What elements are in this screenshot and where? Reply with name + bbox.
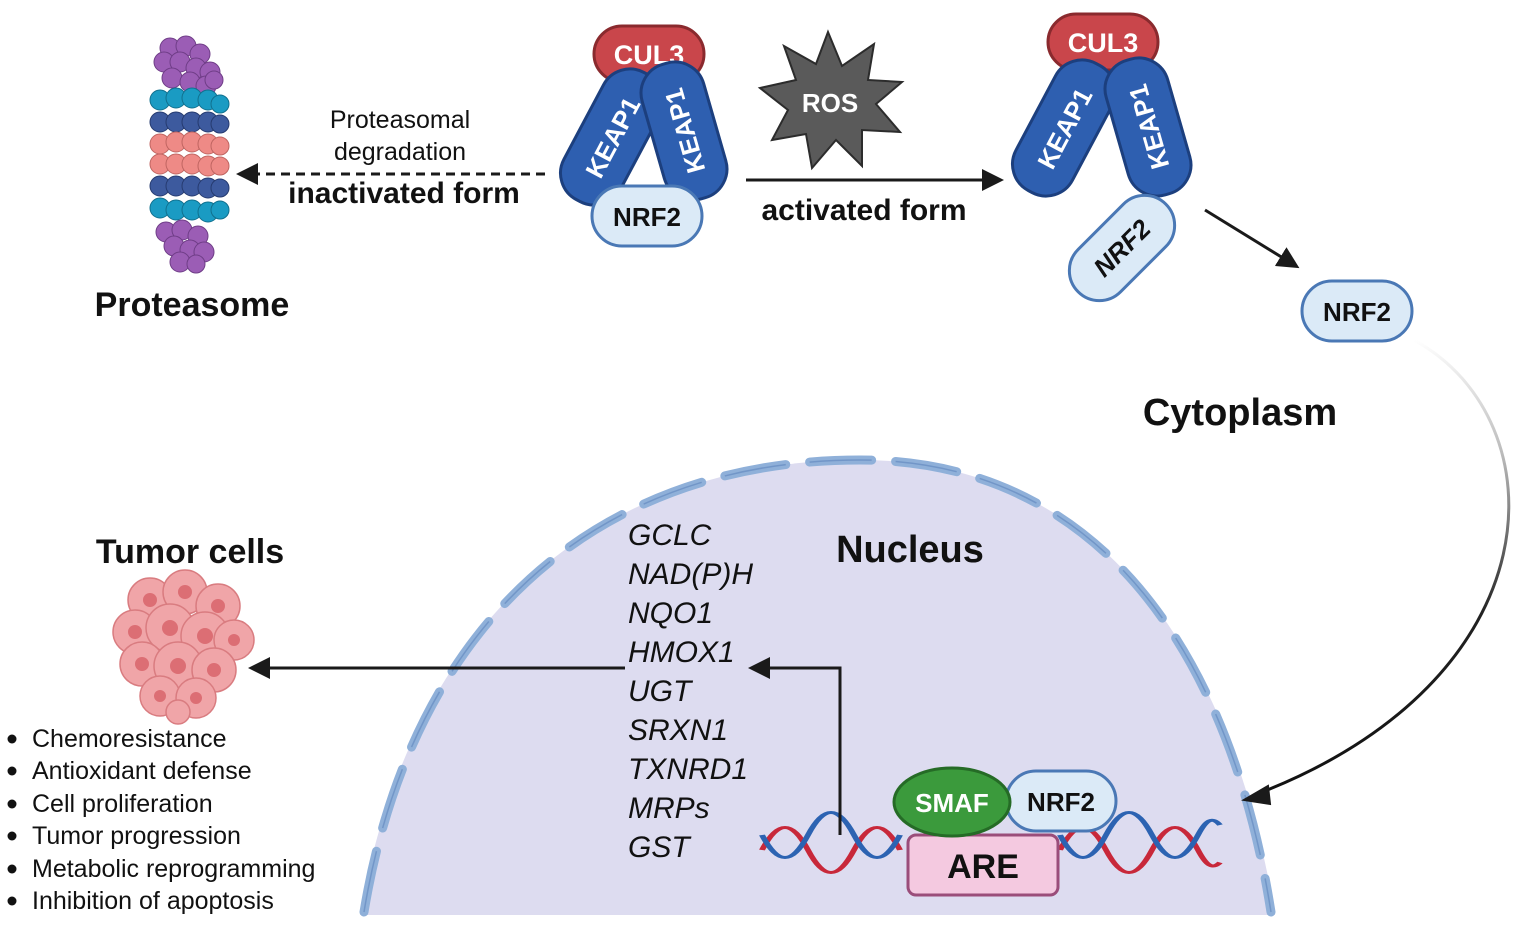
gene-item: GCLC xyxy=(628,519,712,552)
nucleus xyxy=(359,455,1276,917)
bullet-icon xyxy=(7,734,17,744)
translocation-arrow xyxy=(1251,338,1511,798)
proteasome-icon xyxy=(149,35,230,274)
nrf2-bound-label: NRF2 xyxy=(613,202,681,232)
effect-item: Cell proliferation xyxy=(32,790,213,818)
nrf2-free-label: NRF2 xyxy=(1323,297,1391,327)
effect-item: Antioxidant defense xyxy=(32,757,252,785)
gene-item: SRXN1 xyxy=(628,714,728,747)
proteasomal-degradation-line1: Proteasomal xyxy=(330,106,470,134)
translocation-arrowhead xyxy=(1241,784,1272,806)
bullet-icon xyxy=(7,831,17,841)
release-arrow xyxy=(1204,208,1300,269)
effect-item: Chemoresistance xyxy=(32,725,227,753)
ros-label: ROS xyxy=(802,88,858,118)
smaf-protein: SMAF xyxy=(892,766,1012,838)
effect-item: Inhibition of apoptosis xyxy=(32,887,274,915)
nucleus-title: Nucleus xyxy=(836,529,984,571)
cul3-label-active: CUL3 xyxy=(1068,28,1139,58)
proteasomal-degradation-line2: degradation xyxy=(334,138,466,166)
gene-item: MRPs xyxy=(628,792,710,825)
bullet-icon xyxy=(7,799,17,809)
nrf2-free: NRF2 xyxy=(1300,279,1414,343)
keap1-nrf2-complex-inactive: CUL3 KEAP1 KEAP1 NRF2 xyxy=(559,24,729,248)
smaf-label: SMAF xyxy=(915,788,989,818)
tumor-effects-list: Chemoresistance Antioxidant defense Cell… xyxy=(7,725,315,915)
keap1-nrf2-complex-active: CUL3 KEAP1 KEAP1 NRF2 xyxy=(1011,12,1193,303)
activated-form-label: activated form xyxy=(761,194,966,227)
nrf2-nuclear-label: NRF2 xyxy=(1027,787,1095,817)
gene-item: NAD(P)H xyxy=(628,558,753,591)
ros-star-icon: ROS xyxy=(757,29,905,171)
bullet-icon xyxy=(7,766,17,776)
cytoplasm-title: Cytoplasm xyxy=(1143,392,1337,434)
effect-item: Tumor progression xyxy=(32,822,241,850)
gene-item: UGT xyxy=(628,675,694,708)
gene-item: NQO1 xyxy=(628,597,713,630)
are-to-genes-arrow xyxy=(748,657,842,835)
proteasome-label: Proteasome xyxy=(95,286,290,324)
nrf2-nuclear: NRF2 xyxy=(1004,769,1118,833)
target-gene-list: GCLC NAD(P)H NQO1 HMOX1 UGT SRXN1 TXNRD1… xyxy=(628,519,753,864)
effect-item: Metabolic reprogramming xyxy=(32,855,315,883)
gene-item: TXNRD1 xyxy=(628,753,748,786)
bullet-icon xyxy=(7,864,17,874)
bullet-icon xyxy=(7,896,17,906)
gene-item: GST xyxy=(628,831,692,864)
gene-item: HMOX1 xyxy=(628,636,735,669)
inactivated-form-label: inactivated form xyxy=(288,177,520,210)
are-element: ARE xyxy=(906,833,1060,897)
tumor-cells-icon xyxy=(112,569,255,725)
are-label: ARE xyxy=(947,848,1019,886)
tumor-cells-title: Tumor cells xyxy=(96,533,284,571)
